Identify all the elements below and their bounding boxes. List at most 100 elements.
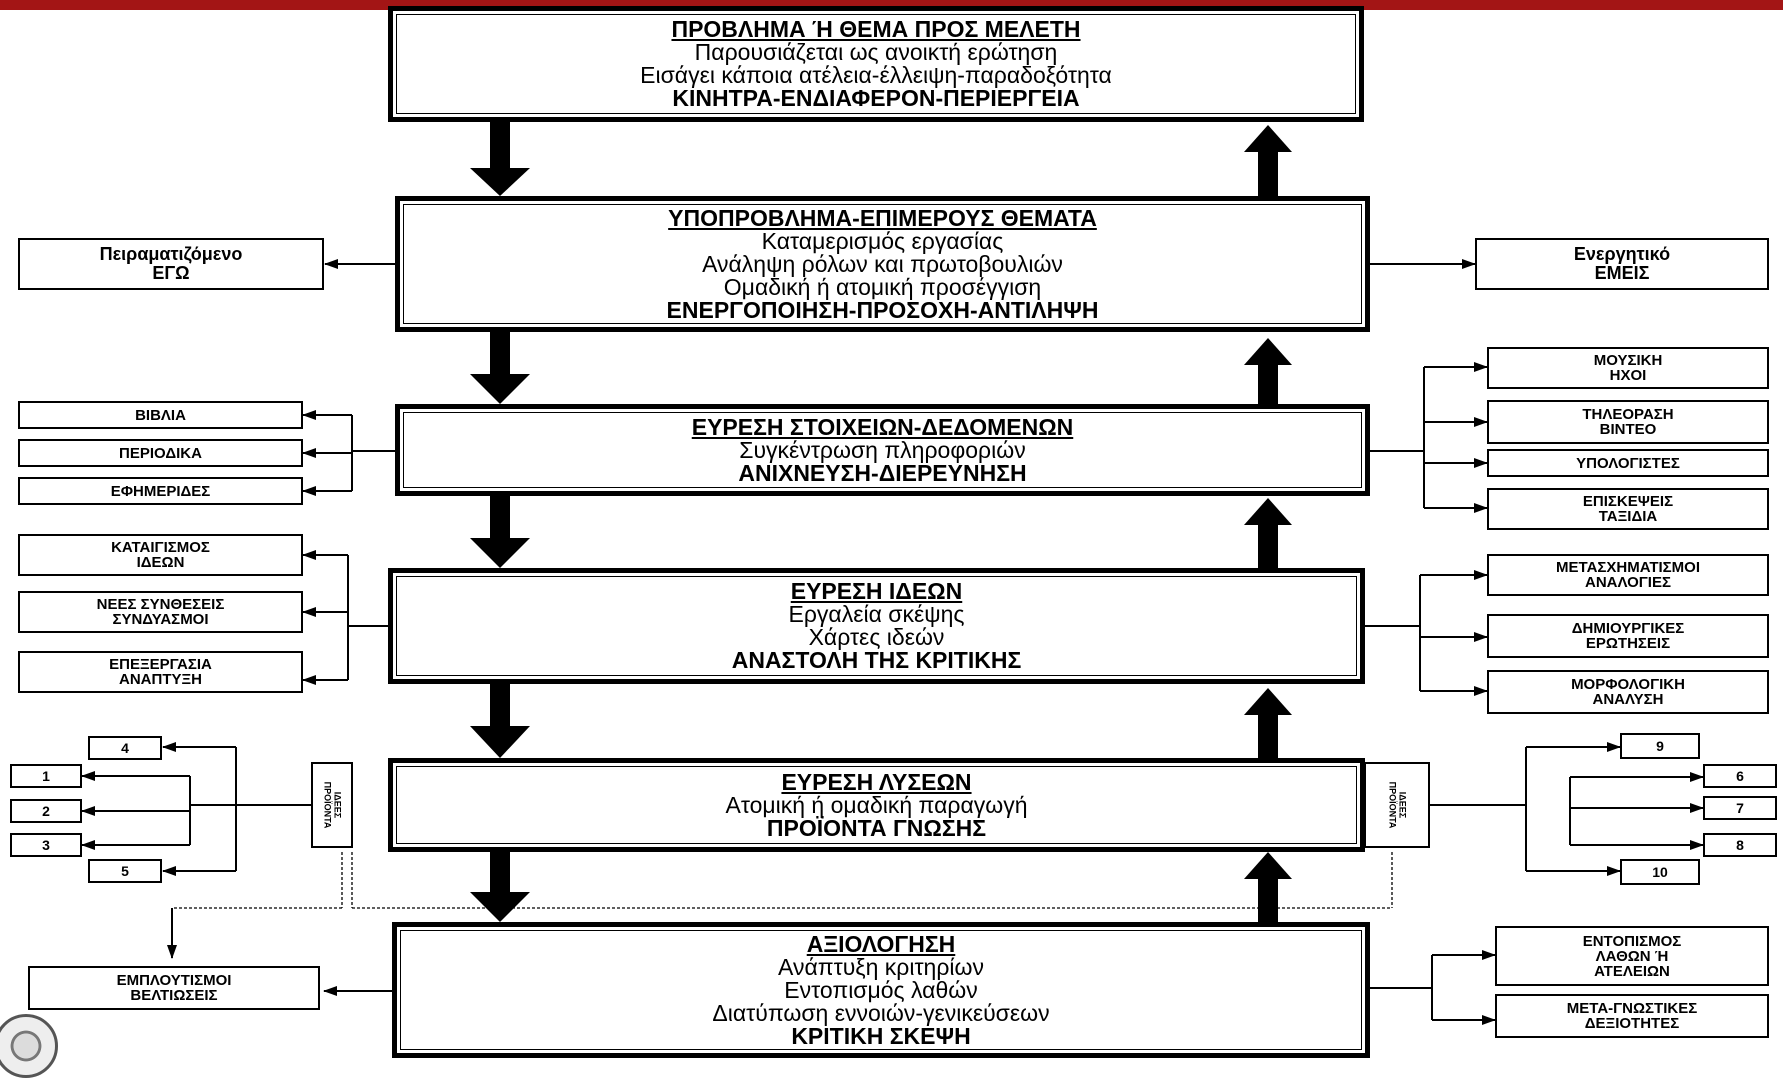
number-box-6: 6 [1703,764,1777,788]
box-keywords: ΚΡΙΤΙΚΗ ΣΚΕΨΗ [791,1022,971,1049]
box-line: Εισάγει κάποια ατέλεια-έλλειψη-παραδοξότ… [640,62,1112,88]
inner-border [396,576,1357,676]
inner-border [403,204,1362,324]
number-box-4: 4 [88,736,162,760]
number-box-5: 5 [88,859,162,883]
side-box-line: ΑΝΑΛΥΣΗ [1592,691,1664,708]
side-box-line: ΜΕΤΑ-ΓΝΩΣΤΙΚΕΣ [1566,1000,1698,1017]
side-box-line: ΙΔΕΩΝ [136,554,185,571]
box-line: Χάρτες ιδεών [808,624,945,650]
inner-border [396,766,1357,844]
inner-border [400,930,1362,1050]
side-box-line: ΑΝΑΛΟΓΙΕΣ [1585,574,1671,591]
side-box-line: ΕΝΤΟΠΙΣΜΟΣ [1582,932,1682,950]
box-line: Παρουσιάζεται ως ανοικτή ερώτηση [694,39,1058,65]
number-box-9: 9 [1620,733,1700,759]
box-keywords: ΠΡΟΪΟΝΤΑ ΓΝΩΣΗΣ [766,814,987,841]
box-line: Εντοπισμός λαθών [784,976,978,1003]
side-box-line: ΕΦΗΜΕΡΙΔΕΣ [110,482,211,500]
side-box-line: ΕΜΕΙΣ [1594,263,1650,283]
box-line: Διατύπωση εννοιών-γενικεύσεων [712,999,1050,1026]
number-box-1: 1 [10,764,82,788]
box-line: Ομαδική ή ατομική προσέγγιση [723,273,1042,300]
side-box-line: Ενεργητικό [1573,244,1671,264]
side-box-line: ΜΟΡΦΟΛΟΓΙΚΗ [1571,676,1685,693]
vertical-label-line: ΠΡΟΪΟΝΤΑ [322,781,332,829]
side-box-line: ΔΗΜΙΟΥΡΓΙΚΕΣ [1571,620,1685,637]
side-box-vivlia: ΒΙΒΛΙΑ [18,401,303,429]
side-box-line: ΤΗΛΕΟΡΑΣΗ [1582,406,1674,423]
vertical-label-line: ΙΔΕΕΣ [1397,791,1407,819]
side-box-line: ΔΕΞΙΟΤΗΤΕΣ [1584,1015,1680,1032]
thick-arrows-down [470,122,530,922]
number-box-10: 10 [1620,859,1700,885]
side-box-line: ΛΑΘΩΝ Ή [1595,947,1669,965]
box-keywords: ΑΝΙΧΝΕΥΣΗ-ΔΙΕΡΕΥΝΗΣΗ [738,459,1027,486]
side-box-line: ΕΜΠΛΟΥΤΙΣΜΟΙ [116,972,232,989]
number-box-7: 7 [1703,796,1777,820]
side-box-periodika: ΠΕΡΙΟΔΙΚΑ [18,439,303,467]
box-title: ΥΠΟΠΡΟΒΛΗΜΑ-ΕΠΙΜΕΡΟΥΣ ΘΕΜΑΤΑ [668,204,1097,231]
side-box-line: ΒΙΝΤΕΟ [1599,421,1657,438]
box-line: Ατομική ή ομαδική παραγωγή [725,791,1028,818]
box-line: Ανάληψη ρόλων και πρωτοβουλιών [702,250,1063,277]
side-box-ypologistes: ΥΠΟΛΟΓΙΣΤΕΣ [1487,449,1769,477]
box-title: ΕΥΡΕΣΗ ΣΤΟΙΧΕΙΩΝ-ΔΕΔΟΜΕΝΩΝ [691,413,1074,440]
vertical-label-line: ΙΔΕΕΣ [332,791,342,819]
box-title: ΑΞΙΟΛΟΓΗΣΗ [806,930,956,957]
number-box-3: 3 [10,833,82,857]
side-box-line: ΒΕΛΤΙΩΣΕΙΣ [130,987,218,1004]
side-box-efimerides: ΕΦΗΜΕΡΙΔΕΣ [18,477,303,505]
inner-border [396,14,1356,114]
side-box-line: ΜΕΤΑΣΧΗΜΑΤΙΣΜΟΙ [1556,559,1700,576]
side-box-line: ΑΤΕΛΕΙΩΝ [1594,962,1670,980]
side-box-line: ΗΧΟΙ [1609,367,1647,384]
box-line: Καταμερισμός εργασίας [761,227,1004,254]
side-box-line: ΥΠΟΛΟΓΙΣΤΕΣ [1576,454,1680,472]
vertical-label-line: ΠΡΟΪΟΝΤΑ [1387,781,1397,829]
thin-connectors [81,259,1704,1025]
box-title: ΕΥΡΕΣΗ ΙΔΕΩΝ [790,578,963,604]
number-box-8: 8 [1703,833,1777,857]
side-box-line: ΕΠΙΣΚΕΨΕΙΣ [1582,493,1674,510]
institution-seal-logo [0,1014,58,1078]
side-box-line: ΜΟΥΣΙΚΗ [1593,352,1663,369]
box-title: ΕΥΡΕΣΗ ΛΥΣΕΩΝ [781,768,972,795]
side-box-line: ΕΡΩΤΗΣΕΙΣ [1585,635,1671,652]
box-keywords: ΚΙΝΗΤΡΑ-ΕΝΔΙΑΦΕΡΟΝ-ΠΕΡΙΕΡΓΕΙΑ [672,85,1080,111]
side-box-line: ΤΑΞΙΔΙΑ [1598,508,1658,525]
side-box-line: ΕΠΕΞΕΡΓΑΣΙΑ [109,656,212,673]
side-box-line: ΣΥΝΔΥΑΣΜΟΙ [112,611,209,628]
box-line: Εργαλεία σκέψης [788,601,965,627]
box-keywords: ΕΝΕΡΓΟΠΟΙΗΣΗ-ΠΡΟΣΟΧΗ-ΑΝΤΙΛΗΨΗ [666,296,1099,323]
side-box-line: Πειραματιζόμενο [99,244,243,264]
box-keywords: ΑΝΑΣΤΟΛΗ ΤΗΣ ΚΡΙΤΙΚΗΣ [731,647,1022,673]
side-box-line: ΚΑΤΑΙΓΙΣΜΟΣ [111,539,210,556]
side-box-line: ΕΓΩ [152,263,190,283]
side-box-line: ΝΕΕΣ ΣΥΝΘΕΣΕΙΣ [96,596,225,613]
inner-border [403,412,1362,488]
side-box-line: ΒΙΒΛΙΑ [135,406,186,424]
